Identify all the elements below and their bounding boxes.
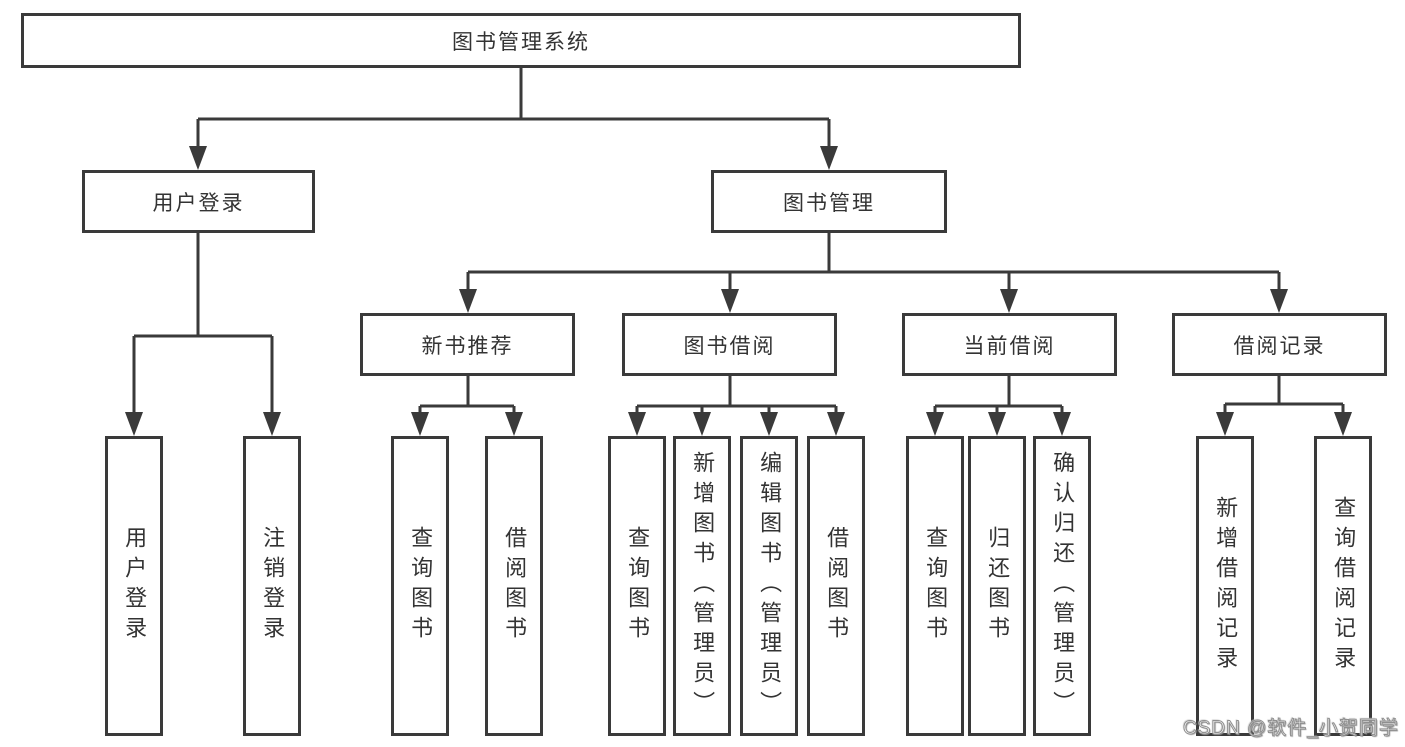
leaf-query-books-current: 查询图书: [906, 436, 964, 736]
node-label: 当前借阅: [963, 334, 1056, 358]
node-label: 借阅记录: [1233, 334, 1326, 358]
leaf-user-login: 用户登录: [105, 436, 163, 736]
leaf-add-borrow-record: 新增借阅记录: [1196, 436, 1254, 736]
leaf-query-books-recommend: 查询图书: [391, 436, 449, 736]
leaf-edit-book-admin: 编辑图书（管理员）: [740, 436, 798, 736]
leaf-borrow-books-recommend: 借阅图书: [485, 436, 543, 736]
leaf-borrow-books-borrowing: 借阅图书: [807, 436, 865, 736]
node-label: 用户登录: [152, 191, 245, 215]
leaf-return-book: 归还图书: [968, 436, 1026, 736]
node-label: 新书推荐: [421, 334, 514, 358]
leaf-query-books-borrowing: 查询图书: [608, 436, 666, 736]
node-book-management: 图书管理: [711, 170, 947, 233]
node-current-borrowing: 当前借阅: [902, 313, 1117, 376]
node-borrowing-records: 借阅记录: [1172, 313, 1387, 376]
node-label: 注销登录: [260, 526, 286, 646]
node-label: 查询借阅记录: [1331, 496, 1357, 676]
node-label: 用户登录: [122, 526, 148, 646]
node-label: 编辑图书（管理员）: [757, 451, 783, 721]
node-library-management-system: 图书管理系统: [21, 13, 1021, 68]
node-book-borrowing: 图书借阅: [622, 313, 837, 376]
leaf-logout: 注销登录: [243, 436, 301, 736]
node-label: 查询图书: [625, 526, 651, 646]
node-label: 新增图书（管理员）: [690, 451, 716, 721]
csdn-watermark: CSDN @软件_小贺同学: [1183, 718, 1399, 740]
node-label: 新增借阅记录: [1213, 496, 1239, 676]
node-label: 查询图书: [408, 526, 434, 646]
node-label: 归还图书: [985, 526, 1011, 646]
node-label: 查询图书: [923, 526, 949, 646]
node-label: 图书借阅: [683, 334, 776, 358]
node-user-login: 用户登录: [82, 170, 315, 233]
node-label: 借阅图书: [502, 526, 528, 646]
leaf-query-borrow-record: 查询借阅记录: [1314, 436, 1372, 736]
node-label: 确认归还（管理员）: [1050, 451, 1076, 721]
node-label: 图书管理: [783, 191, 875, 215]
node-new-book-recommendation: 新书推荐: [360, 313, 575, 376]
node-label: 图书管理系统: [452, 30, 590, 54]
node-label: 借阅图书: [824, 526, 850, 646]
leaf-add-book-admin: 新增图书（管理员）: [673, 436, 731, 736]
leaf-confirm-return-admin: 确认归还（管理员）: [1033, 436, 1091, 736]
